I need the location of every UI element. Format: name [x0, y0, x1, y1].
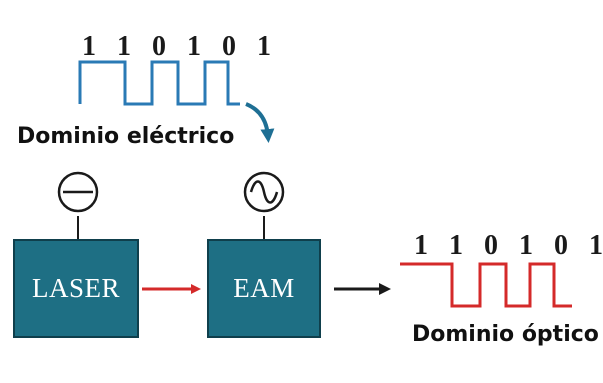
optical-waveform	[400, 262, 572, 308]
electrical-waveform	[78, 60, 240, 106]
optical-bit-sequence: 1 1 0 1 0 1	[414, 230, 603, 261]
curved-arrow	[245, 102, 275, 143]
eam-block	[207, 239, 321, 338]
electrical-bit-sequence: 1 1 0 1 0 1	[82, 31, 278, 62]
sine-wave-circle-icon	[243, 171, 285, 240]
eam-block-label: EAM	[233, 273, 295, 303]
electrical-domain-label: Dominio eléctrico	[17, 124, 235, 149]
minus-circle-icon	[57, 171, 99, 240]
laser-block-label: LASER	[31, 273, 120, 303]
laser-block	[13, 239, 139, 338]
optical-domain-label: Dominio óptico	[412, 322, 599, 347]
